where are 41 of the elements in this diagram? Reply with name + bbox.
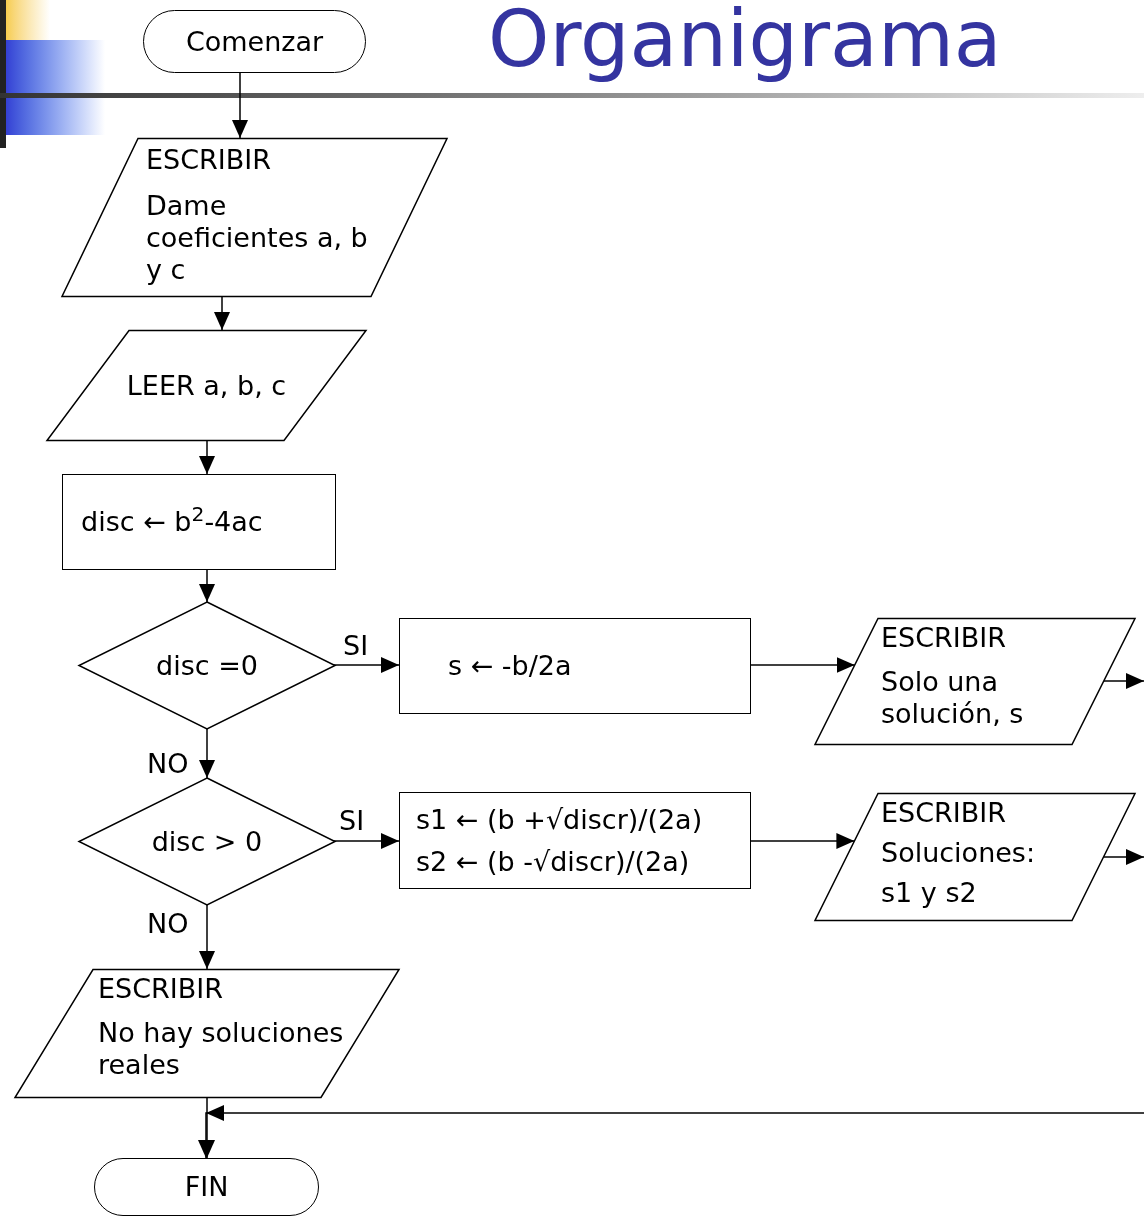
arrow <box>333 657 400 673</box>
node-text: Solo una solución, s <box>881 666 1025 730</box>
io-parallelogram <box>815 793 1135 921</box>
process-box <box>62 474 336 570</box>
io-parallelogram <box>47 330 366 441</box>
process-box <box>399 618 751 714</box>
arrow <box>199 569 215 603</box>
io-parallelogram <box>815 618 1135 745</box>
arrow <box>198 1105 1144 1159</box>
node-text: s2 ← (b -√discr)/(2a) <box>416 845 691 878</box>
node-text: ESCRIBIR <box>881 797 1008 829</box>
arrow <box>199 904 215 970</box>
io-parallelogram <box>15 969 399 1098</box>
arrow <box>333 833 400 849</box>
node-text: disc ← b$^{2}$-4ac <box>81 506 264 538</box>
node-text: LEER a, b, c <box>126 369 287 402</box>
node-text: ESCRIBIR <box>98 973 225 1005</box>
arrow <box>214 296 230 331</box>
node-text: disc > 0 <box>151 825 263 858</box>
node-text: s ← -b/2a <box>448 650 573 682</box>
decision-diamond <box>79 602 335 729</box>
node-text: disc =0 <box>156 649 258 682</box>
node-text: FIN <box>184 1171 229 1203</box>
title: Organigrama <box>488 0 1002 84</box>
arrow <box>1102 849 1144 865</box>
node-text: ESCRIBIR <box>881 622 1008 654</box>
node-text: Soluciones: <box>881 837 1037 869</box>
node-text: Comenzar <box>185 25 324 58</box>
arrow <box>199 440 215 475</box>
arrow <box>232 72 248 139</box>
node-text: No hay soluciones reales <box>98 1017 345 1081</box>
arrow <box>199 728 215 779</box>
node-text: s1 ← (b +√discr)/(2a) <box>416 803 704 836</box>
arrow <box>1103 673 1144 689</box>
node-text: Dame coeficientes a, b y c <box>146 190 369 286</box>
node-text: ESCRIBIR <box>146 144 273 176</box>
io-parallelogram <box>62 138 447 297</box>
process-box <box>399 792 751 889</box>
arrow <box>750 657 856 673</box>
decision-diamond <box>79 778 335 905</box>
node-text: s1 y s2 <box>881 877 978 909</box>
